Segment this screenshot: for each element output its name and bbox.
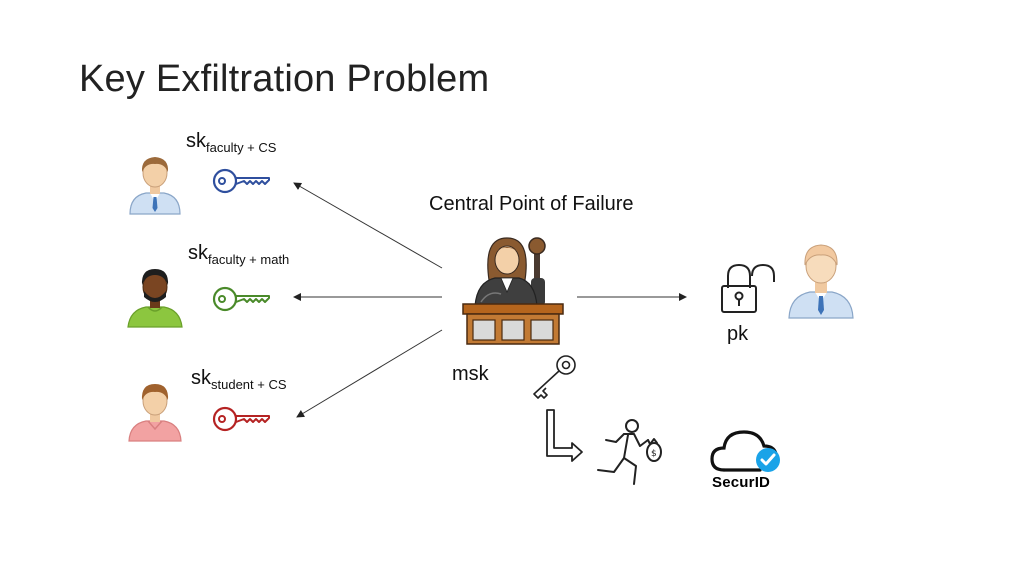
recipient-user-icon [788,244,854,319]
exfiltration-arrow-icon [546,409,583,462]
slide-title: Key Exfiltration Problem [79,58,490,100]
thief-running-icon: $ [597,419,662,485]
faculty-cs-user-icon [129,157,181,215]
padlock-icon [721,263,775,313]
faculty-math-secret-key-label: skfaculty + math [188,242,290,267]
public-key-label: pk [727,323,749,345]
judge-authority-icon [462,237,564,345]
faculty-cs-secret-key-label: skfaculty + CS [186,130,277,155]
student-cs-user-icon [128,384,182,442]
arrow-to-student-cs [296,329,443,418]
arrow-to-faculty-cs [293,182,443,269]
svg-text:$: $ [651,449,657,459]
master-key-icon [533,355,576,399]
securid-cloud-logo-icon [710,430,780,472]
student-cs-secret-key-label: skstudent + CS [191,367,287,392]
faculty-math-user-icon [127,269,183,328]
central-point-of-failure-label: Central Point of Failure [429,193,634,215]
master-secret-key-label: msk [452,363,489,385]
faculty-math-key-icon [212,286,270,312]
faculty-cs-key-icon [212,168,270,194]
student-cs-key-icon [212,406,270,432]
securid-logo-text: SecurID [712,474,771,491]
